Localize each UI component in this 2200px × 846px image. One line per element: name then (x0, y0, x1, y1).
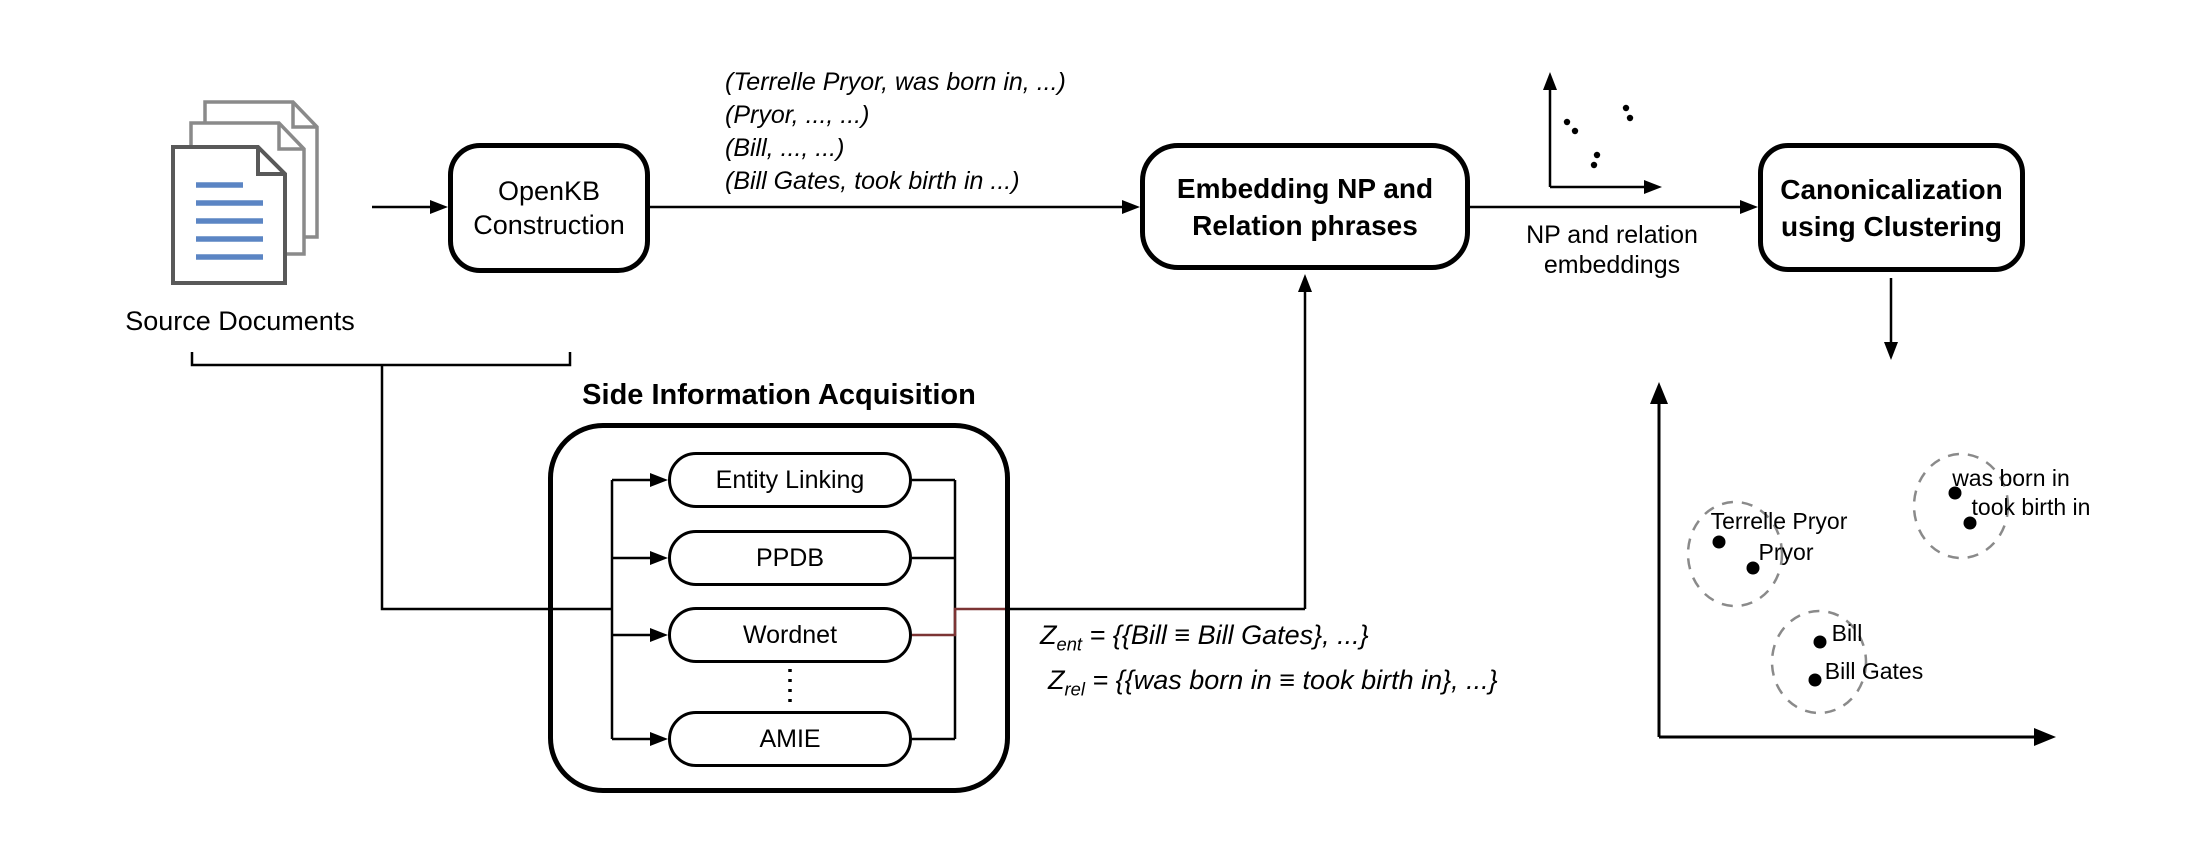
cluster-circles (1686, 452, 2010, 715)
cluster-plot-axes (1650, 382, 2056, 746)
cluster-plot (1650, 382, 2056, 746)
flow-arrows (372, 200, 1898, 611)
source-documents-icon (171, 100, 319, 285)
side-info-connectors (610, 473, 957, 746)
source-to-sideinfo-connector (190, 352, 612, 611)
document-text-lines-icon (196, 182, 263, 260)
embedding-scatter-icon (1543, 72, 1662, 194)
wordnet-output-path (912, 607, 1010, 637)
cluster-points (1712, 486, 1977, 687)
